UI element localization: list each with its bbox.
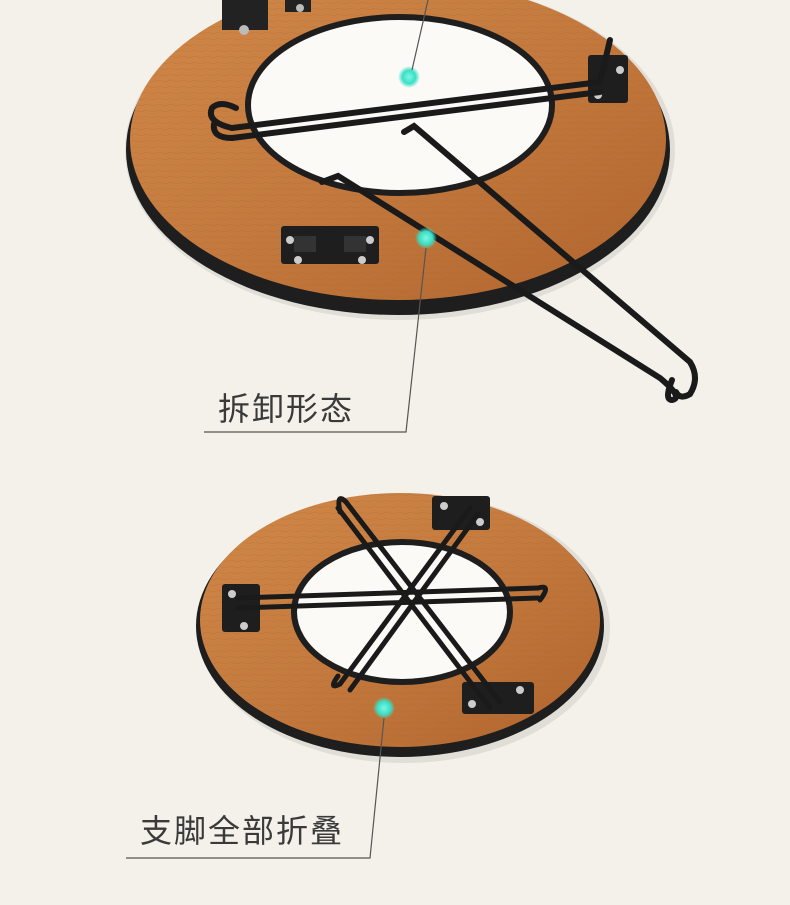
bracket-bottom-top (432, 496, 490, 530)
table-center-hole (291, 539, 513, 685)
marker-dot (415, 227, 437, 249)
marker-dot (373, 697, 395, 719)
table-bottom-folded (126, 493, 610, 859)
leader-line (204, 0, 429, 433)
detached-leg-right (401, 122, 698, 400)
bracket-right (588, 55, 628, 103)
leader-line (126, 717, 385, 859)
caption-disassembled: 拆卸形态 (218, 390, 355, 428)
bracket-top-left (222, 0, 268, 35)
table-top-disassembled (125, 0, 698, 433)
detached-leg-left (319, 172, 679, 404)
folded-legs (235, 496, 548, 711)
bracket-mid-left (281, 226, 379, 264)
leg-frame-upper (208, 37, 613, 141)
bracket-top-right (285, 0, 311, 12)
caption-folded: 支脚全部折叠 (140, 812, 345, 850)
marker-dot (398, 66, 420, 88)
